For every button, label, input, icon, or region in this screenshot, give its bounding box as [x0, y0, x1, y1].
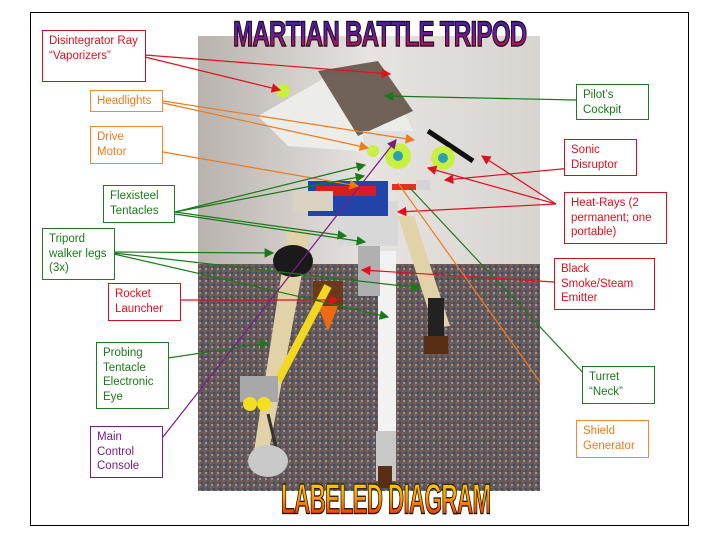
label-shield-generator: Shield Generator	[576, 420, 649, 458]
label-turret-neck: Turret “Neck”	[582, 366, 655, 404]
label-sonic-disruptor: Sonic Disruptor	[564, 139, 637, 176]
label-tripod-walker-legs: Tripord walker legs (3x)	[42, 228, 115, 280]
label-disintegrator-ray: Disintegrator Ray “Vaporizers”	[42, 30, 146, 82]
label-black-smoke-emitter: Black Smoke/Steam Emitter	[554, 258, 655, 310]
label-pilots-cockpit: Pilot’s Cockpit	[576, 84, 649, 120]
slide-frame	[30, 12, 689, 526]
title-labeled-diagram: LABELED DIAGRAM	[281, 475, 492, 524]
label-rocket-launcher: Rocket Launcher	[108, 283, 181, 321]
label-drive-motor: Drive Motor	[90, 126, 163, 164]
title-martian-battle-tripod: MARTIAN BATTLE TRIPOD	[233, 13, 528, 55]
label-main-control-console: Main Control Console	[90, 426, 163, 478]
tripod-photo	[198, 36, 540, 491]
label-flexisteel-tentacles: Flexisteel Tentacles	[103, 185, 175, 223]
label-headlights: Headlights	[90, 90, 163, 112]
label-probing-tentacle-eye: Probing Tentacle Electronic Eye	[96, 342, 169, 409]
label-heat-rays: Heat-Rays (2 permanent; one portable)	[564, 192, 667, 244]
